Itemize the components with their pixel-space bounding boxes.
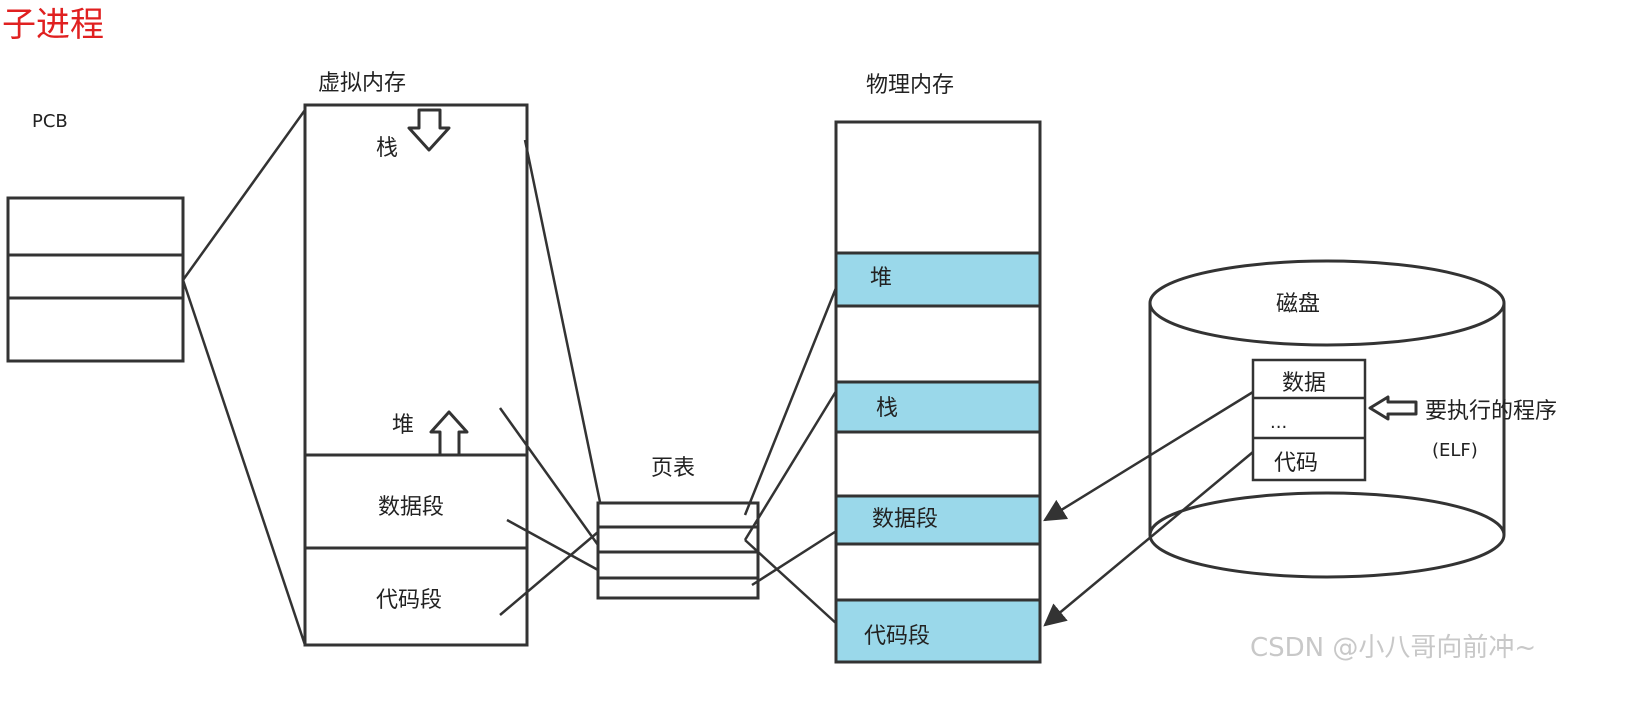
vm-code-mapping-line	[499, 531, 599, 616]
vm-data-mapping-line	[506, 518, 599, 572]
pcb-connector-top	[181, 109, 307, 281]
pm-stack-label: 栈	[876, 396, 898, 421]
page-title: 子进程	[2, 5, 104, 45]
pm-code-segment-label: 代码段	[864, 624, 930, 649]
pm-heap-block	[834, 251, 1042, 308]
program-note-label: 要执行的程序	[1425, 399, 1557, 424]
disk: 磁盘 数据 ... 代码 要执行的程序 (ELF)	[1148, 259, 1557, 579]
physical-memory: 物理内存 堆 栈 数据段 代码段	[834, 73, 1042, 664]
pt-heap-mapping-line	[743, 282, 840, 516]
program-pointer-arrow-icon	[1368, 395, 1418, 421]
vm-heap-mapping-line	[498, 407, 600, 546]
pcb-label: PCB	[32, 111, 68, 132]
page-table-label: 页表	[651, 456, 695, 481]
disk-top	[1148, 259, 1506, 347]
load-data-arrow	[1043, 390, 1254, 522]
stack-grow-down-arrow-icon	[407, 108, 451, 152]
virtual-memory-box	[303, 103, 529, 647]
elf-ellipsis-label: ...	[1270, 412, 1287, 433]
vm-code-segment-label: 代码段	[376, 588, 442, 613]
pm-stack-block	[834, 380, 1042, 434]
pcb-box	[6, 196, 185, 363]
pt-stack-mapping-line	[743, 387, 840, 541]
pm-data-segment-block	[834, 494, 1042, 546]
virtual-memory-label: 虚拟内存	[318, 71, 406, 96]
pt-data-mapping-line	[751, 528, 839, 587]
vm-stack-mapping-line	[523, 139, 614, 561]
elf-file-box	[1251, 358, 1367, 482]
disk-bottom-rim	[1148, 491, 1506, 536]
load-code-arrow	[1043, 451, 1254, 627]
vm-stack-label: 栈	[376, 136, 398, 161]
disk-label: 磁盘	[1276, 292, 1320, 317]
vm-heap-label: 堆	[392, 413, 414, 438]
physical-memory-label: 物理内存	[866, 73, 954, 98]
elf-note-label: (ELF)	[1432, 440, 1478, 461]
watermark: CSDN @小八哥向前冲~	[1250, 633, 1536, 663]
heap-grow-up-arrow-icon	[429, 410, 469, 457]
pm-data-segment-label: 数据段	[872, 507, 938, 532]
virtual-memory: 虚拟内存 栈 堆 数据段 代码段	[303, 71, 529, 647]
vm-data-segment-label: 数据段	[378, 495, 444, 520]
elf-data-label: 数据	[1282, 371, 1326, 396]
pcb-connector-bottom	[181, 279, 307, 646]
page-table: 页表	[596, 456, 760, 600]
pcb: PCB	[6, 111, 185, 363]
elf-code-label: 代码	[1274, 451, 1318, 476]
pm-heap-label: 堆	[870, 266, 892, 291]
pm-code-segment-block	[834, 598, 1042, 664]
pt-code-mapping-line	[744, 539, 839, 626]
